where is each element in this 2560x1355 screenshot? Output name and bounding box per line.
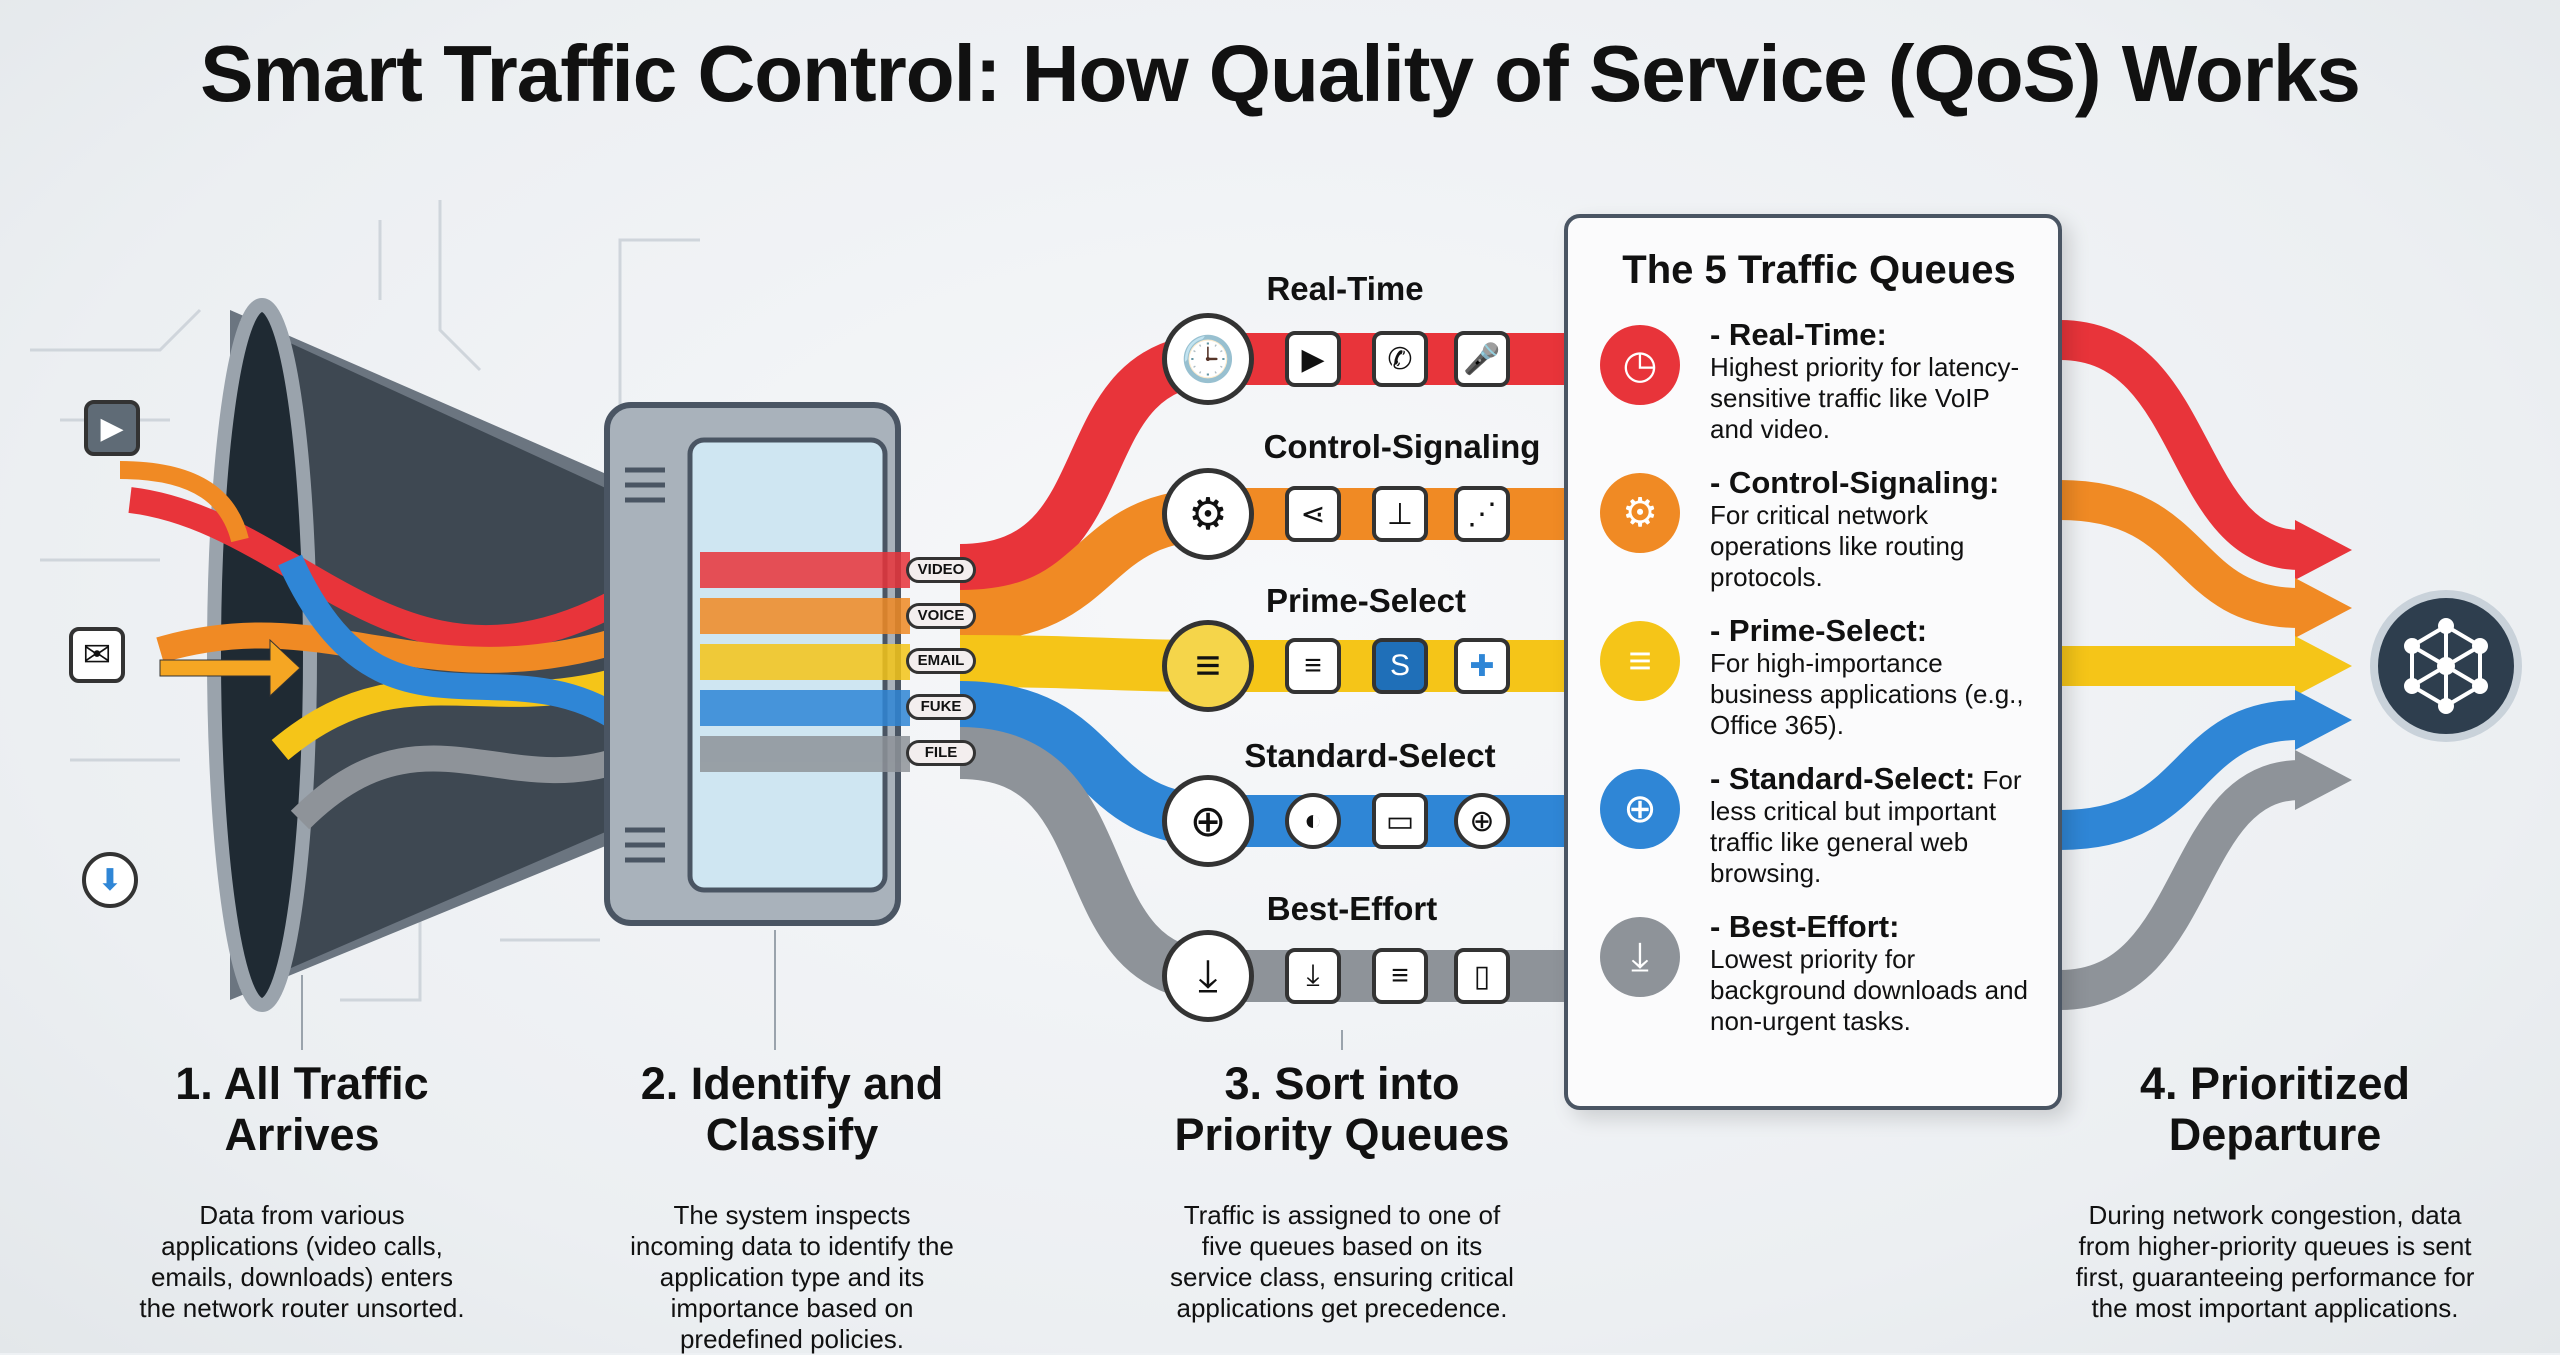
- page-title: Smart Traffic Control: How Quality of Se…: [200, 29, 2361, 118]
- file-icon: ▯: [1454, 948, 1510, 1004]
- router-vents: [625, 467, 665, 863]
- tag-file: FILE: [906, 740, 976, 766]
- hierarchy-icon: ⊥: [1372, 486, 1428, 542]
- share-nodes-icon: ⋖: [1285, 486, 1341, 542]
- browser-globe-icon: ⊕: [1162, 775, 1254, 867]
- phone-icon: ✆: [1372, 331, 1428, 387]
- queue-desc: For critical network operations like rou…: [1710, 500, 1965, 592]
- queue-desc: Lowest priority for background downloads…: [1710, 944, 2029, 1036]
- queue-desc: For less critical but important traffic …: [1710, 765, 2022, 888]
- clock-icon: 🕒: [1162, 313, 1254, 405]
- panel-title: The 5 Traffic Queues: [1622, 248, 2016, 292]
- file-download-icon: ⤓: [1285, 948, 1341, 1004]
- tag-email: EMAIL: [906, 648, 976, 674]
- step-connector-lines: [301, 930, 1343, 1050]
- step-3: 3. Sort into Priority Queues Traffic is …: [1162, 1058, 1522, 1324]
- step-heading: 3. Sort into Priority Queues: [1174, 1058, 1510, 1160]
- funnel-mouth: [207, 298, 317, 1012]
- download-icon: ⤓: [1600, 917, 1680, 997]
- browser-globe-icon: ⊕: [1600, 769, 1680, 849]
- clock-icon: ◷: [1600, 325, 1680, 405]
- globe-icon: ⊕: [1454, 793, 1510, 849]
- circuit-lines: [30, 200, 700, 1002]
- queue-name: - Control-Signaling:: [1710, 465, 2000, 500]
- stream-label-prime-select: Prime-Select: [1266, 582, 1466, 619]
- cloud-download-icon: ⬇: [82, 852, 138, 908]
- step-body: During network congestion, data from hig…: [2075, 1200, 2475, 1323]
- video-camera-icon: ▶: [1285, 331, 1341, 387]
- queue-name: - Best-Effort:: [1710, 909, 1900, 944]
- network-nodes-icon: ⋰: [1454, 486, 1510, 542]
- document-icon: ≡: [1372, 948, 1428, 1004]
- departure-arrowheads: [2295, 520, 2352, 810]
- tag-video: VIDEO: [906, 557, 976, 583]
- stream-label-standard-select: Standard-Select: [1244, 737, 1496, 774]
- tag-fuke: FUKE: [906, 694, 976, 720]
- office-app-icon: ✚: [1454, 638, 1510, 694]
- incoming-arrows: [119, 461, 301, 698]
- queue-name: - Standard-Select:: [1710, 761, 1976, 796]
- step-1: 1. All Traffic Arrives Data from various…: [132, 1058, 472, 1324]
- queue-item-control-signaling: ⚙ - Control-Signaling:For critical netwo…: [1600, 467, 2038, 593]
- document-icon: ≡: [1162, 620, 1254, 712]
- stream-label-control-signaling: Control-Signaling: [1263, 428, 1541, 465]
- step-heading: 2. Identify and Classify: [640, 1058, 944, 1160]
- departure-streams: [2058, 320, 2302, 1010]
- network-destination-icon: [2370, 590, 2522, 742]
- stream-best-effort: [959, 727, 1570, 1002]
- queue-item-standard-select: ⊕ - Standard-Select: For less critical b…: [1600, 763, 2038, 889]
- video-camera-icon: ▶: [84, 400, 140, 456]
- firefox-icon: ◐: [1285, 793, 1341, 849]
- microphone-icon: 🎤: [1454, 331, 1510, 387]
- queue-desc: For high-importance business application…: [1710, 648, 2024, 740]
- queue-desc: Highest priority for latency-sensitive t…: [1710, 352, 2020, 444]
- sharepoint-icon: S: [1372, 638, 1428, 694]
- stream-label-real-time: Real-Time: [1266, 270, 1424, 307]
- queue-item-prime-select: ≡ - Prime-Select:For high-importance bus…: [1600, 615, 2038, 741]
- queue-item-best-effort: ⤓ - Best-Effort:Lowest priority for back…: [1600, 911, 2038, 1037]
- classification-bars: [700, 552, 910, 772]
- step-heading: 1. All Traffic Arrives: [175, 1058, 429, 1160]
- document-icon: ≡: [1285, 638, 1341, 694]
- queue-item-real-time: ◷ - Real-Time:Highest priority for laten…: [1600, 319, 2038, 445]
- document-icon: ≡: [1600, 621, 1680, 701]
- step-body: Traffic is assigned to one of five queue…: [1170, 1200, 1514, 1323]
- step-heading: 4. Prioritized Departure: [2139, 1058, 2411, 1160]
- queue-name: - Prime-Select:: [1710, 613, 1928, 648]
- download-icon: ⤓: [1162, 930, 1254, 1022]
- gear-icon: ⚙: [1600, 473, 1680, 553]
- tag-voice: VOICE: [906, 603, 976, 629]
- envelope-icon: ✉: [69, 627, 125, 683]
- queue-name: - Real-Time:: [1710, 317, 1887, 352]
- tangled-streams: [128, 487, 628, 830]
- stream-label-best-effort: Best-Effort: [1266, 890, 1438, 927]
- step-4: 4. Prioritized Departure During network …: [2060, 1058, 2490, 1324]
- gear-icon: ⚙: [1162, 468, 1254, 560]
- browser-window-icon: ▭: [1372, 793, 1428, 849]
- step-2: 2. Identify and Classify The system insp…: [627, 1058, 957, 1355]
- step-body: Data from various applications (video ca…: [139, 1200, 465, 1323]
- step-body: The system inspects incoming data to ide…: [630, 1200, 954, 1354]
- traffic-queues-panel: The 5 Traffic Queues ◷ - Real-Time:Highe…: [1564, 214, 2062, 1110]
